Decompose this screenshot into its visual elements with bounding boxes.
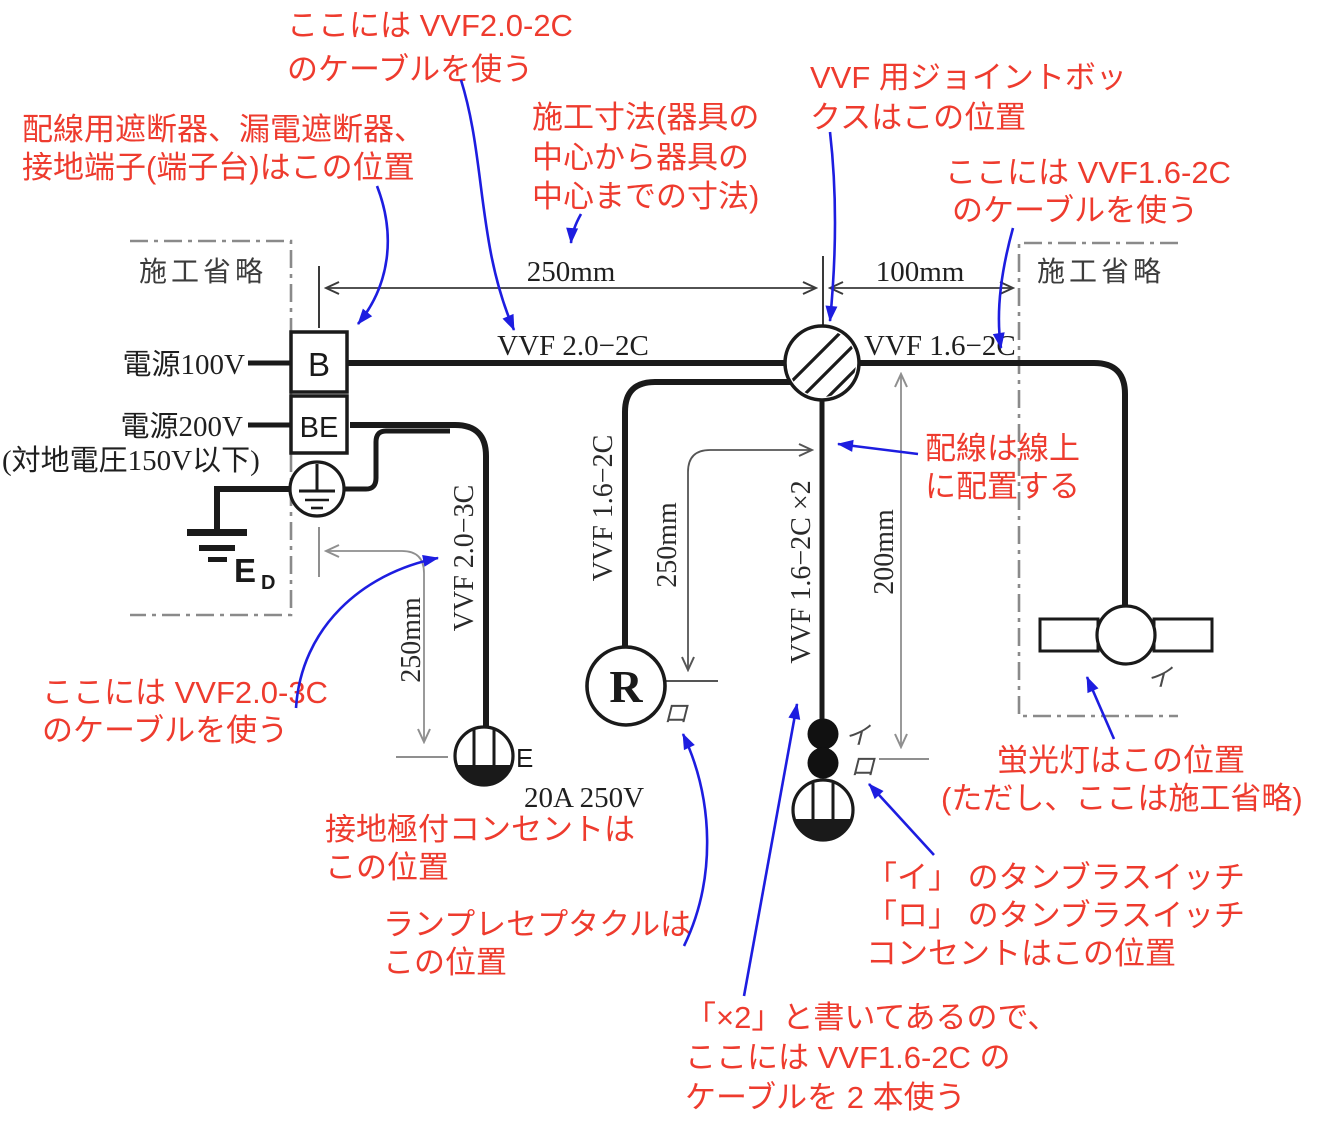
outlet-rating-label: 20A 250V (524, 782, 644, 814)
note-breaker-line2: 接地端子(端子台)はこの位置 (22, 150, 415, 185)
cable-vvf20-2c-label: VVF 2.0−2C (497, 330, 649, 362)
arrow-to-dimension-line (566, 213, 583, 244)
dim-250mm-mid-label: 250mm (652, 502, 683, 588)
arrow-to-wiring-line (837, 439, 919, 456)
source-100v-label: 電源100V (123, 348, 246, 381)
note-x2-line3: ケーブルを 2 本使う (685, 1080, 966, 1115)
note-dimension-line2: 中心から器具の (532, 140, 749, 175)
earth-terminal-link (344, 428, 450, 492)
cable-vvf16-2c-label: VVF 1.6−2C (864, 330, 1016, 362)
receptacle-ro-mark: ロ (663, 701, 689, 728)
dim-line-250mm-left (326, 551, 424, 742)
tumbler-switch-i-symbol (807, 718, 839, 750)
switch-ro-mark: ロ (850, 754, 876, 781)
arrow-to-vvf20-3c-cable (294, 555, 439, 709)
note-switch-line3: コンセントはこの位置 (866, 936, 1176, 971)
note-fluorescent-line1: 蛍光灯はこの位置 (997, 743, 1245, 778)
lamp-receptacle-symbol (585, 645, 667, 727)
dim-250mm-top-label: 250mm (527, 256, 616, 288)
arrow-to-vvf20-2c-cable (459, 79, 516, 331)
omission-left-label: 施工省略 (139, 256, 267, 288)
joint-box-symbol (783, 324, 861, 402)
arrow-to-vvf16-2c-cable (992, 227, 1015, 349)
note-jointbox-line1: VVF 用ジョイントボッ (810, 60, 1127, 95)
ground-ed-subscript: D (261, 572, 275, 594)
arrow-to-jointbox (825, 131, 838, 322)
cable-vvf20-3c-run (350, 422, 489, 728)
arrow-to-lamp-receptacle (681, 733, 709, 947)
earth-outlet-symbol (453, 725, 515, 787)
arrow-to-breakers (356, 185, 390, 325)
note-cable-vvf20-3c-line2: のケーブルを使う (42, 713, 288, 748)
note-wiring-line1: 配線は線上 (925, 431, 1080, 466)
cable-vvf20-2c-and-16-2c-run (347, 360, 1128, 607)
arrow-to-fluorescent (1085, 676, 1116, 740)
note-fluorescent-line2: (ただし、ここは施工省略) (941, 781, 1303, 816)
breaker-b-box (289, 330, 349, 394)
note-cable-vvf16-2c-line2: のケーブルを使う (952, 193, 1198, 228)
note-switch-line1: 「イ」 のタンブラスイッチ (866, 860, 1245, 895)
omission-right-label: 施工省略 (1037, 256, 1165, 288)
note-x2-line1: 「×2」と書いてあるので、 (685, 1000, 1058, 1035)
dim-100mm-label: 100mm (876, 256, 965, 288)
note-earth-outlet-line1: 接地極付コンセントは (325, 812, 635, 847)
arrow-to-x2-cable (742, 703, 801, 997)
dim-200mm-label: 200mm (869, 509, 900, 595)
fluorescent-i-mark: イ (1147, 665, 1174, 692)
note-breaker-line1: 配線用遮断器、漏電遮断器、 (22, 112, 425, 147)
ground-ed-label: E (234, 552, 256, 589)
cable-vvf16-2c-vertical-label: VVF 1.6−2C (588, 435, 619, 581)
red-annotations: ここには VVF2.0-2C のケーブルを使う 配線用遮断器、漏電遮断器、 接地… (22, 8, 1303, 1115)
lamp-receptacle-r-label: R (609, 661, 643, 712)
note-jointbox-line2: クスはこの位置 (810, 100, 1026, 135)
omission-box-right (1017, 241, 1178, 718)
cable-runs (214, 360, 1128, 728)
dimensions (318, 256, 1013, 760)
switch-i-mark: イ (845, 723, 872, 750)
outlet-earth-mark: E (516, 743, 533, 773)
cable-vvf16-2c-x2-label: VVF 1.6−2C ×2 (786, 480, 817, 663)
source-200v-label: 電源200V (121, 410, 244, 443)
note-wiring-line2: に配置する (925, 469, 1080, 504)
note-cable-vvf20-3c-line1: ここには VVF2.0-3C (42, 675, 328, 710)
note-dimension-line1: 施工寸法(器具の (532, 100, 759, 135)
note-lamp-receptacle-line2: この位置 (383, 945, 507, 980)
breaker-be-box (289, 394, 349, 455)
note-dimension-line3: 中心までの寸法) (532, 179, 759, 214)
tumbler-switch-ro-symbol (807, 747, 839, 779)
note-x2-line2: ここには VVF1.6-2C の (685, 1040, 1011, 1075)
arrow-to-switches (868, 783, 935, 856)
earth-terminal-symbol (288, 460, 346, 518)
note-switch-line2: 「ロ」 のタンブラスイッチ (866, 898, 1245, 933)
cable-receptacle-branch (622, 379, 808, 647)
breaker-be-label: BE (300, 412, 339, 444)
dim-250mm-left-label: 250mm (396, 597, 427, 683)
note-cable-vvf20-2c-line1: ここには VVF2.0-2C (287, 8, 573, 43)
pointer-arrows (294, 79, 1116, 997)
outlet-symbol (791, 778, 855, 842)
note-cable-vvf20-2c-line2: のケーブルを使う (287, 52, 533, 87)
ground-symbol (187, 529, 247, 562)
breaker-b-label: B (308, 346, 330, 383)
note-cable-vvf16-2c-line1: ここには VVF1.6-2C (945, 155, 1231, 190)
cable-vvf20-3c-vertical-label: VVF 2.0−3C (449, 485, 480, 631)
fluorescent-light-symbol (1038, 604, 1214, 666)
source-voltage-note: (対地電圧150V以下) (2, 444, 260, 477)
earth-ground-lead (214, 486, 290, 529)
note-lamp-receptacle-line1: ランプレセプタクルは (383, 907, 691, 942)
note-earth-outlet-line2: この位置 (325, 850, 449, 885)
dim-line-250mm-mid (688, 450, 812, 670)
